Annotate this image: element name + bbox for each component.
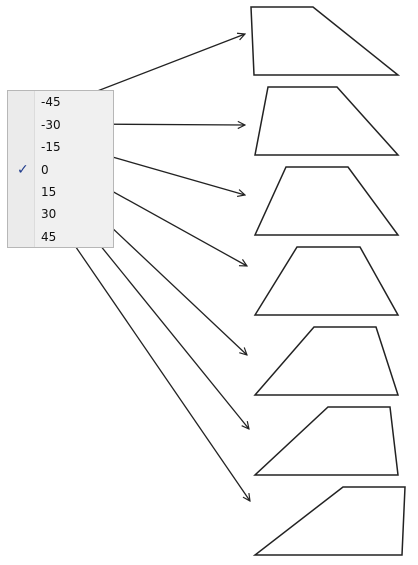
trapezoid-preview-45 bbox=[252, 486, 406, 556]
arrow-minus-45 bbox=[73, 34, 245, 101]
menu-item-minus-30[interactable]: -30 bbox=[8, 115, 113, 137]
trapezoid-preview-0 bbox=[253, 246, 400, 316]
menu-item-minus-15[interactable]: -15 bbox=[8, 137, 113, 159]
trapezoid-preview-minus-30 bbox=[254, 86, 400, 156]
trapezoid-preview-minus-15 bbox=[253, 166, 400, 236]
arrow-45 bbox=[68, 236, 250, 501]
menu-item-label: -15 bbox=[41, 140, 61, 154]
menu-item-label: 30 bbox=[41, 207, 57, 221]
menu-item-0[interactable]: ✓ 0 bbox=[8, 160, 113, 182]
menu-item-label: 45 bbox=[41, 230, 57, 244]
checkmark-icon: ✓ bbox=[17, 162, 29, 178]
menu-item-label: 15 bbox=[41, 185, 57, 199]
menu-check-gutter bbox=[8, 91, 35, 247]
trapezoid-preview-15 bbox=[253, 326, 400, 396]
menu-item-30[interactable]: 30 bbox=[8, 204, 113, 226]
menu-item-minus-45[interactable]: -45 bbox=[8, 92, 113, 114]
arrow-30 bbox=[73, 212, 249, 429]
menu-item-label: 0 bbox=[41, 163, 49, 177]
skew-angle-menu: -45 -30 -15 ✓ 0 15 30 45 bbox=[7, 90, 114, 248]
trapezoid-preview-minus-45 bbox=[250, 6, 401, 76]
menu-item-label: -45 bbox=[41, 95, 61, 109]
trapezoid-preview-30 bbox=[253, 406, 399, 476]
menu-item-45[interactable]: 45 bbox=[8, 227, 113, 249]
menu-item-label: -30 bbox=[41, 118, 61, 132]
menu-item-15[interactable]: 15 bbox=[8, 182, 113, 204]
